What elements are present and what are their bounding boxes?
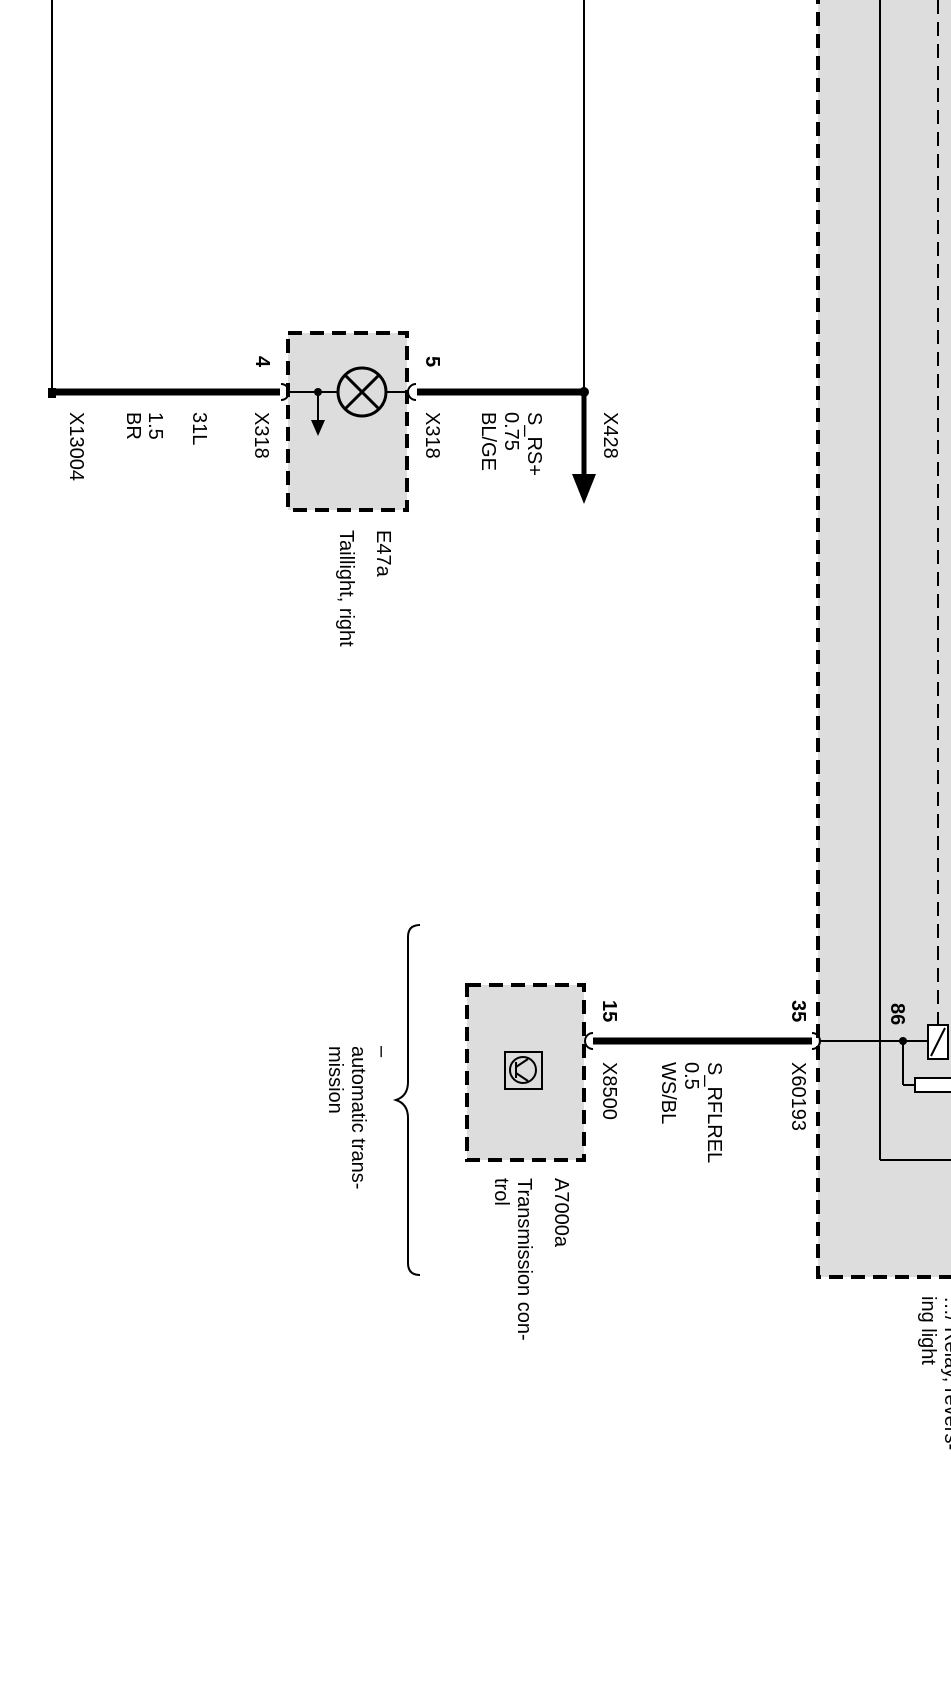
transistor-c — [515, 1058, 529, 1068]
pin-15-socket — [583, 1032, 594, 1050]
relay-module-box — [816, 0, 951, 1279]
label-wire-right-gauge: 0.75 — [500, 412, 522, 451]
relay-coil-slash — [930, 1027, 946, 1057]
label-transmission-name-2: trol — [490, 1178, 512, 1206]
continue-arrow-icon — [572, 474, 596, 504]
label-transmission-id: A7000a — [550, 1178, 572, 1248]
label-x318-left: X318 — [250, 412, 272, 459]
label-x8500: X8500 — [598, 1062, 620, 1120]
transistor-e — [515, 1072, 529, 1082]
ground-arrow-icon — [311, 420, 325, 436]
variant-brace — [392, 924, 421, 1276]
transistor-icon — [509, 1056, 537, 1084]
label-wire-left-signal: 31L — [188, 412, 210, 445]
label-wire-right-color: BL/GE — [477, 412, 499, 471]
label-x60193: X60193 — [787, 1062, 809, 1131]
lamp-cross-b — [343, 373, 381, 411]
label-wire-left-color: BR — [122, 412, 144, 440]
ground-mark — [48, 388, 56, 398]
pin-86-label: 86 — [886, 1003, 908, 1025]
relay-resistor — [914, 1077, 951, 1093]
label-wire-right-signal: S_RS+ — [523, 412, 545, 476]
pin-4-label: 4 — [251, 356, 273, 368]
pin-35-label: 35 — [787, 1000, 809, 1022]
note-line2: mission — [324, 1046, 346, 1114]
pin-15-label: 15 — [598, 1000, 620, 1022]
label-taillight-id: E47a — [372, 530, 394, 578]
pin-5-label: 5 — [421, 356, 443, 367]
label-wire-trans-gauge: 0.5 — [680, 1062, 702, 1090]
label-relay-line2: ing light — [917, 1296, 939, 1365]
pin-5-socket — [406, 383, 417, 401]
label-relay-line1: …/ Relay, revers- — [940, 1296, 951, 1450]
label-transmission-name-1: Transmission con- — [513, 1178, 535, 1341]
label-wire-trans-color: WS/BL — [657, 1062, 679, 1124]
pin-35-socket — [811, 1032, 822, 1050]
label-taillight-name: Taillight, right — [335, 530, 357, 647]
label-wire-left-gauge: 1.5 — [144, 412, 166, 440]
note-line1: automatic trans- — [347, 1046, 369, 1189]
label-x428: X428 — [599, 412, 621, 459]
label-x13004: X13004 — [65, 412, 87, 481]
taillight-box — [286, 331, 409, 512]
note-mark: – — [371, 1046, 393, 1058]
label-x318-right: X318 — [421, 412, 443, 459]
label-wire-trans-signal: S_RFLREL — [703, 1062, 725, 1163]
